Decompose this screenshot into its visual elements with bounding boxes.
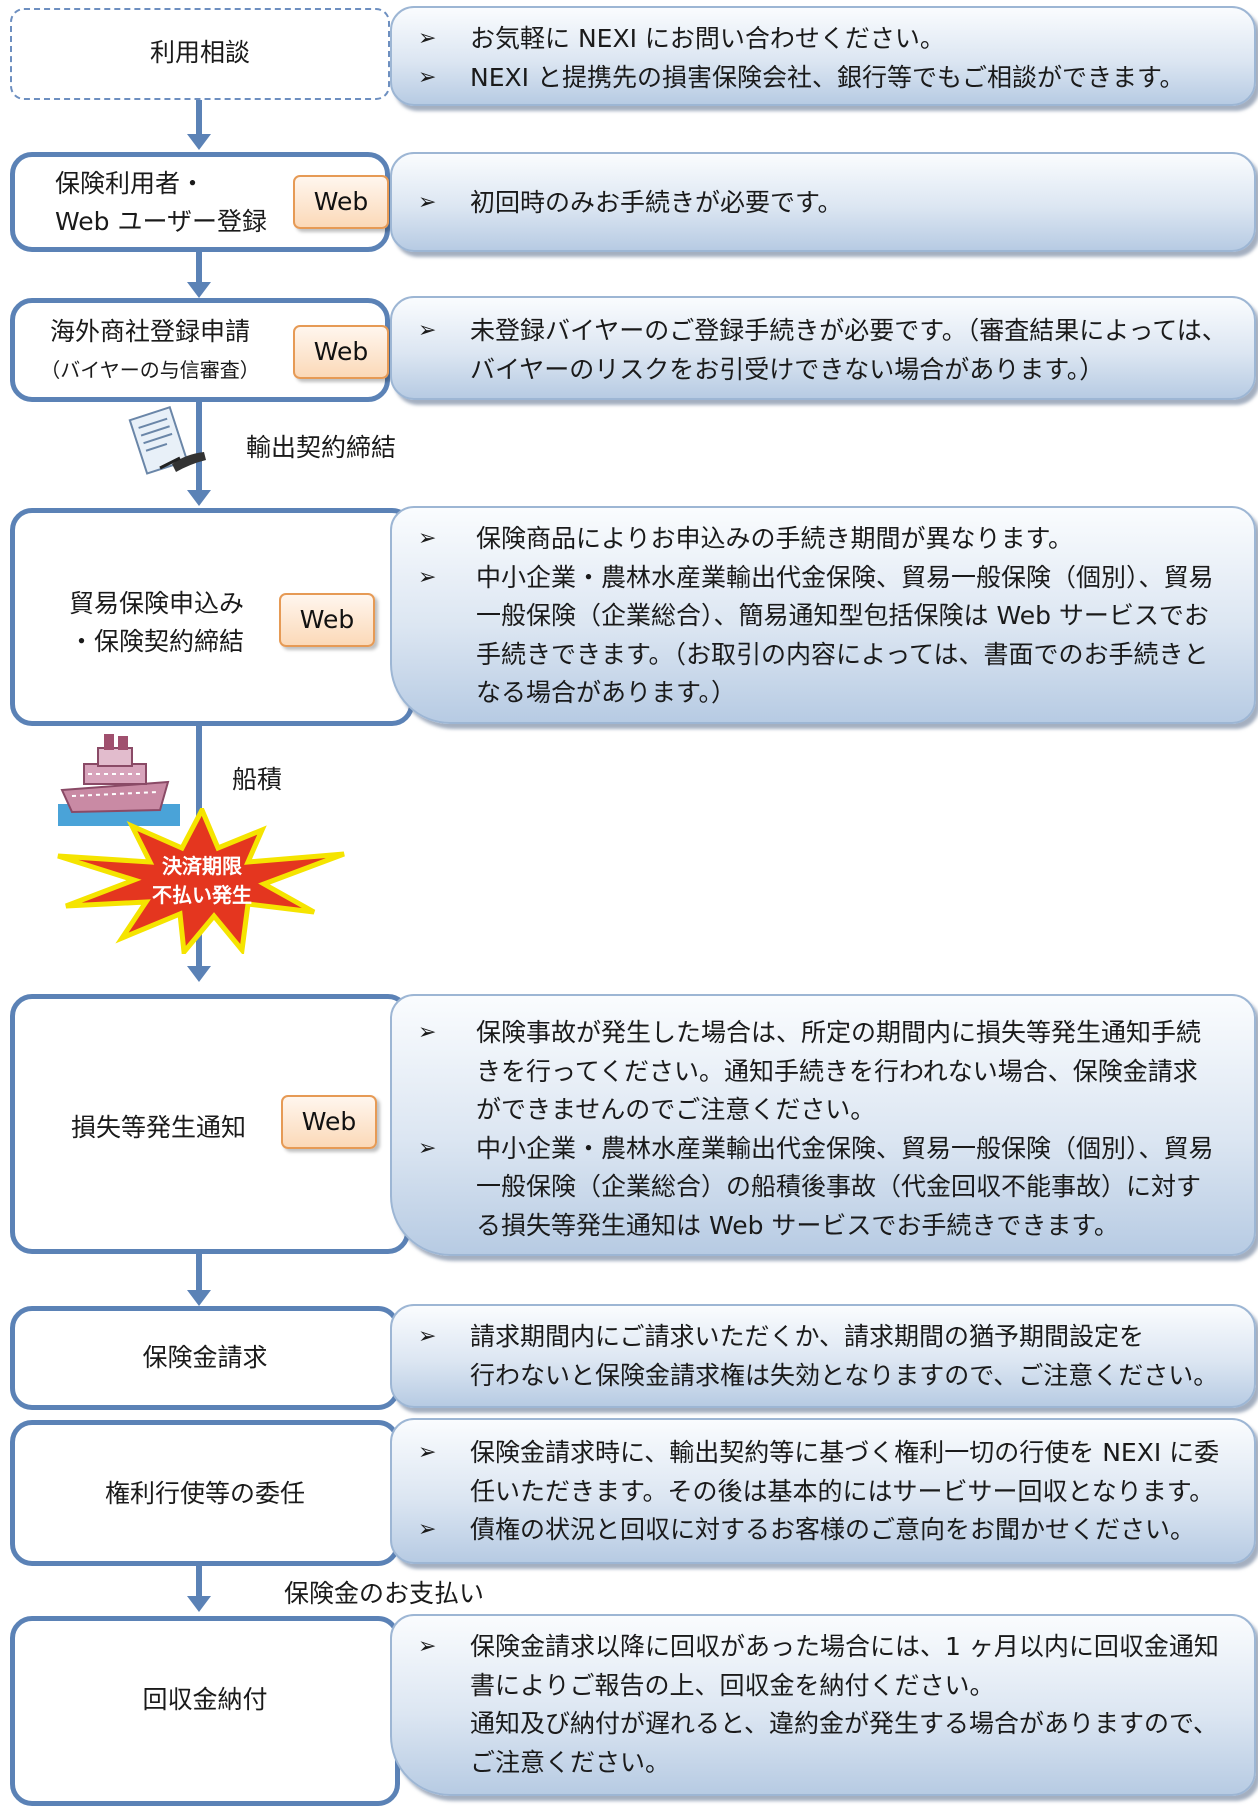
bullet-arrow-icon: ➢ (418, 64, 437, 90)
info-item: ➢保険事故が発生した場合は、所定の期間内に損失等発生通知手続 (392, 1014, 1254, 1053)
info-item-continued: 書によりご報告の上、回収金を納付ください。 (470, 1670, 995, 1700)
info-item-continued: 通知及び納付が遅れると、違約金が発生する場合がありますので、 (470, 1709, 1219, 1738)
step-recovery-payment: 回収金納付 (10, 1616, 400, 1806)
bullet-arrow-icon: ➢ (418, 1634, 437, 1659)
arrowhead (187, 1290, 211, 1306)
info-rights-delegation: ➢保険金請求時に、輸出契約等に基づく権利一切の行使を NEXI に委 任いただき… (390, 1418, 1256, 1564)
info-item-continued: 手続きできます。（お取引の内容によっては、書面でのお手続きと (476, 639, 1209, 669)
web-button[interactable]: Web (279, 593, 375, 647)
info-item-continued: 一般保険（企業総合）、簡易通知型包括保険は Web サービスでお (476, 601, 1209, 630)
info-item: ➢初回時のみお手続きが必要です。 (392, 184, 1254, 223)
arrowhead (187, 282, 211, 298)
info-item-continued: 一般保険（企業総合）の船積後事故（代金回収不能事故）に対す (476, 1172, 1202, 1201)
bullet-arrow-icon: ➢ (418, 1020, 437, 1045)
info-item: ➢債権の状況と回収に対するお客様のご意向をお聞かせください。 (392, 1511, 1254, 1550)
web-button[interactable]: Web (293, 175, 389, 229)
info-item-continued: ができませんのでご注意ください。 (476, 1095, 876, 1124)
info-item-continued: バイヤーのリスクをお引受けできない場合があります。） (470, 354, 1105, 384)
connector (196, 94, 202, 142)
bullet-arrow-icon: ➢ (418, 564, 437, 590)
info-buyer-registration: ➢未登録バイヤーのご登録手続きが必要です。（審査結果によっては、 バイヤーのリス… (390, 296, 1256, 400)
step-loss-notification: 損失等発生通知 Web (10, 994, 410, 1254)
info-item-continued: 行わないと保険金請求権は失効となりますので、ご注意ください。 (470, 1360, 1219, 1390)
info-item-continued: る損失等発生通知は Web サービスでお手続きできます。 (476, 1210, 1119, 1240)
bullet-arrow-icon: ➢ (418, 1324, 437, 1349)
web-button[interactable]: Web (293, 325, 389, 379)
connector (196, 250, 202, 290)
bullet-arrow-icon: ➢ (418, 1440, 437, 1465)
step-label: 貿易保険申込み ・保険契約締結 (69, 589, 245, 656)
annotation-payment: 保険金のお支払い (284, 1579, 485, 1608)
contract-signing-icon (120, 402, 212, 482)
info-item-continued: なる場合があります。） (476, 678, 737, 707)
info-item: ➢NEXI と提携先の損害保険会社、銀行等でもご相談ができます。 (392, 59, 1254, 98)
bullet-arrow-icon: ➢ (418, 318, 437, 343)
arrowhead (187, 490, 211, 506)
arrowhead (187, 134, 211, 150)
step-label: 海外商社登録申請 （バイヤーの与信審査） (40, 317, 260, 382)
info-item: ➢中小企業・農林水産業輸出代金保険、貿易一般保険（個別）、貿易 (392, 1130, 1254, 1169)
explosion-burst-icon: 決済期限 不払い発生 (52, 804, 352, 959)
info-item: ➢保険金請求以降に回収があった場合には、1 ヶ月以内に回収金通知 (392, 1628, 1254, 1667)
info-item-continued: きを行ってください。通知手続きを行われない場合、保険金請求 (476, 1056, 1198, 1086)
bullet-arrow-icon: ➢ (418, 26, 437, 51)
info-item: ➢請求期間内にご請求いただくか、請求期間の猶予期間設定を (392, 1318, 1254, 1357)
step-label: 保険金請求 (142, 1343, 268, 1372)
info-item: ➢保険商品によりお申込みの手続き期間が異なります。 (392, 520, 1254, 559)
step-label: 保険利用者・ Web ユーザー登録 (55, 169, 267, 236)
step-label: 回収金納付 (142, 1685, 268, 1714)
bullet-arrow-icon: ➢ (418, 1517, 437, 1542)
web-button[interactable]: Web (281, 1095, 377, 1149)
bullet-arrow-icon: ➢ (418, 526, 437, 551)
arrowhead (187, 1596, 211, 1612)
bullet-arrow-icon: ➢ (418, 190, 437, 215)
connector (196, 1250, 202, 1298)
annotation-export-contract: 輸出契約締結 (246, 433, 397, 462)
info-user-registration: ➢初回時のみお手続きが必要です。 (390, 152, 1256, 252)
bullet-arrow-icon: ➢ (418, 1135, 437, 1161)
info-loss-notification: ➢保険事故が発生した場合は、所定の期間内に損失等発生通知手続 きを行ってください… (390, 994, 1256, 1256)
info-insurance-claim: ➢請求期間内にご請求いただくか、請求期間の猶予期間設定を 行わないと保険金請求権… (390, 1304, 1256, 1408)
info-consultation: ➢お気軽に NEXI にお問い合わせください。 ➢NEXI と提携先の損害保険会… (390, 6, 1256, 106)
step-label: 利用相談 (149, 38, 250, 67)
arrowhead (187, 966, 211, 982)
info-item: ➢保険金請求時に、輸出契約等に基づく権利一切の行使を NEXI に委 (392, 1434, 1254, 1473)
info-item-continued: ご注意ください。 (470, 1747, 671, 1777)
annotation-shipment: 船積 (232, 765, 283, 794)
step-insurance-application: 貿易保険申込み ・保険契約締結 Web (10, 508, 414, 726)
burst-text: 決済期限 不払い発生 (152, 854, 252, 907)
info-item: ➢お気軽に NEXI にお問い合わせください。 (392, 20, 1254, 59)
info-insurance-application: ➢保険商品によりお申込みの手続き期間が異なります。 ➢中小企業・農林水産業輸出代… (390, 506, 1256, 724)
step-label: 損失等発生通知 (71, 1113, 247, 1142)
step-user-registration: 保険利用者・ Web ユーザー登録 Web (10, 152, 390, 252)
info-item: ➢未登録バイヤーのご登録手続きが必要です。（審査結果によっては、 (392, 312, 1254, 351)
connector (196, 398, 202, 498)
step-insurance-claim: 保険金請求 (10, 1306, 400, 1410)
step-rights-delegation: 権利行使等の委任 (10, 1420, 400, 1566)
step-label: 権利行使等の委任 (104, 1479, 305, 1508)
info-item-continued: 任いただきます。その後は基本的にはサービサー回収となります。 (470, 1476, 1215, 1506)
cargo-ship-icon (58, 730, 180, 826)
info-item: ➢中小企業・農林水産業輸出代金保険、貿易一般保険（個別）、貿易 (392, 559, 1254, 598)
step-consultation: 利用相談 (10, 8, 390, 100)
connector (196, 1564, 202, 1604)
info-recovery-payment: ➢保険金請求以降に回収があった場合には、1 ヶ月以内に回収金通知 書によりご報告… (390, 1614, 1256, 1796)
step-buyer-registration: 海外商社登録申請 （バイヤーの与信審査） Web (10, 298, 390, 402)
